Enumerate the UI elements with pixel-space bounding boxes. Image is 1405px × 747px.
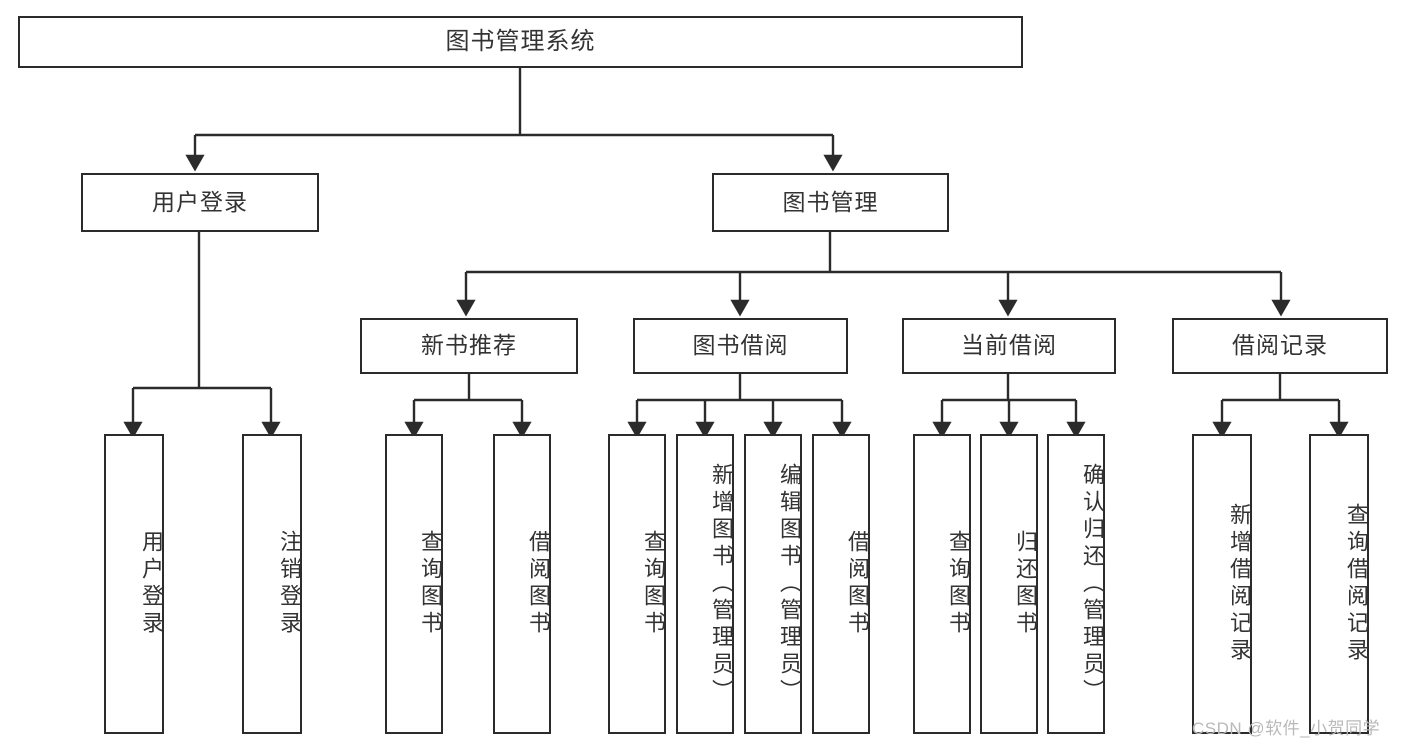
node-leaf-query-book-current[interactable]: 查询图书 [913, 434, 971, 734]
node-leaf-logout-label: 注销登录 [277, 530, 302, 638]
node-book-management[interactable]: 图书管理 [712, 173, 949, 232]
node-leaf-edit-book-admin[interactable]: 编辑图书（管理员） [744, 434, 802, 734]
node-leaf-confirm-return-admin[interactable]: 确认归还（管理员） [1047, 434, 1105, 734]
node-borrow-records-label: 借阅记录 [1232, 332, 1328, 359]
node-leaf-query-book-borrow[interactable]: 查询图书 [608, 434, 666, 734]
node-leaf-borrow-book-recommend[interactable]: 借阅图书 [493, 434, 551, 734]
node-leaf-add-borrow-record[interactable]: 新增借阅记录 [1192, 434, 1252, 734]
node-new-book-recommend-label: 新书推荐 [421, 332, 517, 359]
node-leaf-query-borrow-record[interactable]: 查询借阅记录 [1309, 434, 1369, 734]
node-book-borrow[interactable]: 图书借阅 [633, 318, 848, 374]
node-borrow-records[interactable]: 借阅记录 [1172, 318, 1388, 374]
node-leaf-user-login[interactable]: 用户登录 [104, 434, 164, 734]
node-root[interactable]: 图书管理系统 [18, 16, 1023, 68]
node-current-borrow[interactable]: 当前借阅 [902, 318, 1116, 374]
node-leaf-query-book-recommend-label: 查询图书 [418, 530, 443, 638]
node-user-login[interactable]: 用户登录 [81, 173, 319, 232]
node-leaf-return-book-label: 归还图书 [1013, 530, 1038, 638]
node-leaf-query-book-current-label: 查询图书 [946, 530, 971, 638]
node-leaf-query-book-borrow-label: 查询图书 [641, 530, 666, 638]
watermark: CSDN @软件_小贺同学 [1192, 719, 1381, 738]
node-leaf-borrow-book-label: 借阅图书 [845, 530, 870, 638]
node-leaf-add-borrow-record-label: 新增借阅记录 [1227, 503, 1252, 665]
node-leaf-query-borrow-record-label: 查询借阅记录 [1344, 503, 1369, 665]
node-new-book-recommend[interactable]: 新书推荐 [360, 318, 578, 374]
node-leaf-user-login-label: 用户登录 [139, 530, 164, 638]
node-root-label: 图书管理系统 [445, 27, 596, 55]
node-current-borrow-label: 当前借阅 [961, 332, 1057, 359]
node-leaf-borrow-book[interactable]: 借阅图书 [812, 434, 870, 734]
node-leaf-edit-book-admin-label: 编辑图书（管理员） [777, 462, 802, 706]
node-user-login-label: 用户登录 [152, 188, 248, 215]
node-leaf-add-book-admin[interactable]: 新增图书（管理员） [676, 434, 734, 734]
node-book-borrow-label: 图书借阅 [692, 332, 789, 359]
node-leaf-query-book-recommend[interactable]: 查询图书 [385, 434, 443, 734]
node-leaf-return-book[interactable]: 归还图书 [980, 434, 1038, 734]
node-book-management-label: 图书管理 [782, 188, 879, 215]
node-leaf-add-book-admin-label: 新增图书（管理员） [709, 462, 734, 706]
node-leaf-borrow-book-recommend-label: 借阅图书 [526, 530, 551, 638]
node-leaf-confirm-return-admin-label: 确认归还（管理员） [1080, 462, 1105, 706]
node-leaf-logout[interactable]: 注销登录 [242, 434, 302, 734]
